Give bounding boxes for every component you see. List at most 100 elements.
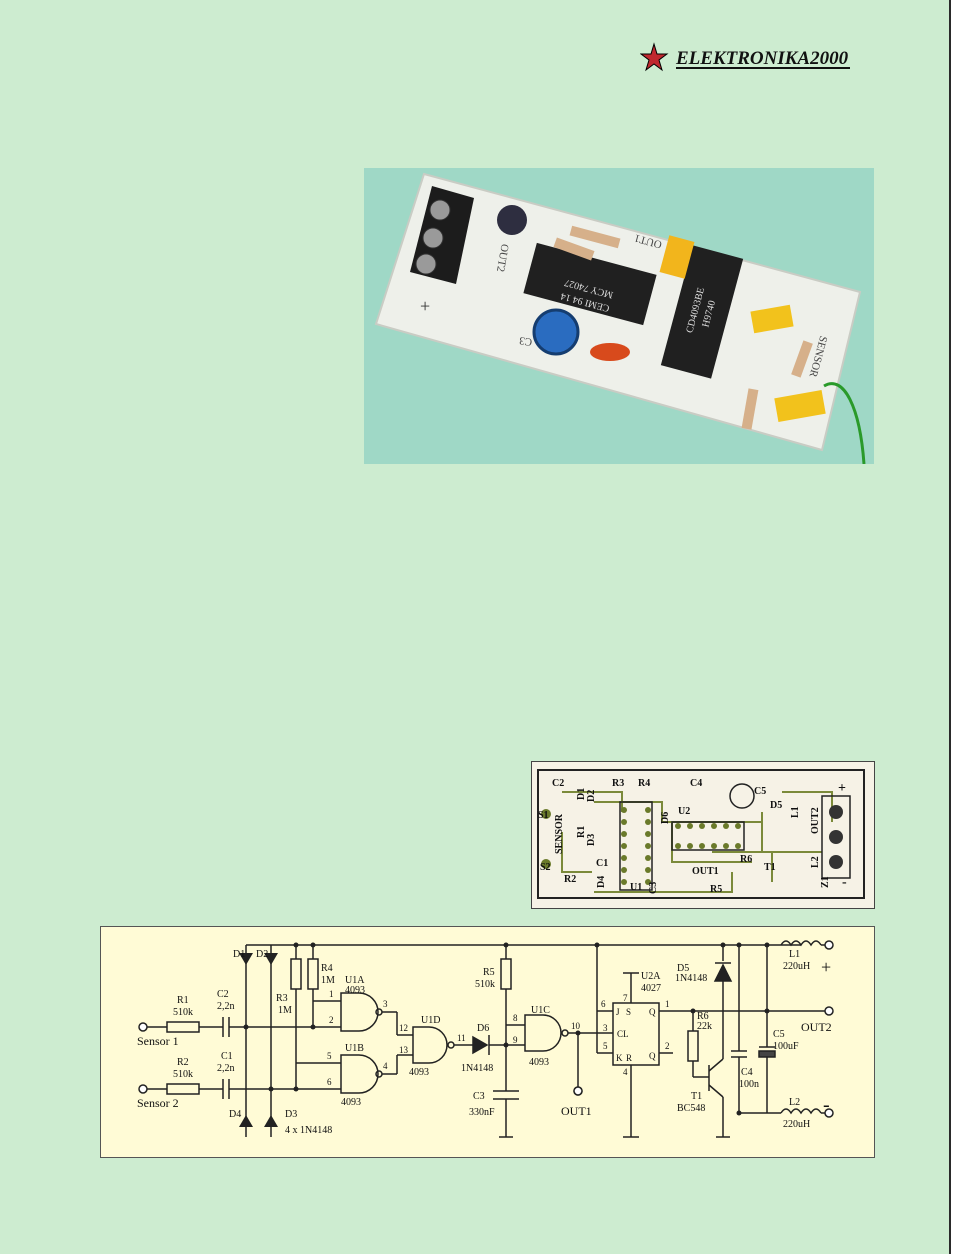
pcb-label: T1 [764, 862, 776, 873]
ff-q-label: Q [649, 1007, 656, 1017]
label-out2: OUT2 [801, 1020, 832, 1034]
label-u1b: U1B [345, 1043, 364, 1054]
star-icon [640, 42, 669, 72]
pcb-label: C4 [690, 778, 702, 789]
label-r5: R5 [483, 967, 495, 978]
pcb-label: D6 [660, 812, 671, 824]
label-d2: D2 [256, 949, 268, 960]
pcb-label: D3 [586, 834, 597, 846]
label-c1-value: 2,2n [217, 1063, 235, 1074]
label-c4-value: 100n [739, 1079, 759, 1090]
label-u2a-ic: 4027 [641, 983, 661, 994]
label-c3-value: 330nF [469, 1107, 495, 1118]
label-minus: - [823, 1094, 830, 1116]
photo-plus: + [420, 296, 430, 316]
label-c5-value: 100uF [773, 1041, 799, 1052]
logo-text: ELEKTRONIKA2000 [675, 48, 849, 69]
ff-s-label: S [626, 1007, 631, 1017]
pcb-label: SENSOR [554, 813, 565, 854]
ff-j-label: J [616, 1007, 620, 1017]
pcb-label: D5 [770, 800, 782, 811]
pcb-label: OUT2 [810, 807, 821, 834]
label-u1a-ic: 4093 [345, 985, 365, 996]
pcb-label: C2 [552, 778, 564, 789]
label-r2: R2 [177, 1057, 189, 1068]
label-r6-value: 22k [697, 1021, 712, 1032]
ff-qn-label: Q [649, 1051, 656, 1061]
label-t1-value: BC548 [677, 1103, 705, 1114]
pin-label: 13 [399, 1045, 409, 1055]
pin-label: 9 [513, 1035, 518, 1045]
pcb-label: R2 [564, 874, 576, 885]
label-d4: D4 [229, 1109, 241, 1120]
pin-label: 10 [571, 1021, 581, 1031]
label-u1c: U1C [531, 1005, 550, 1016]
pin-label: 3 [603, 1023, 608, 1033]
pcb-label: C5 [754, 786, 766, 797]
ff-r-label: R [626, 1053, 632, 1063]
label-u1b-ic: 4093 [341, 1097, 361, 1108]
pcb-label: R1 [576, 826, 587, 838]
pin-label: 2 [329, 1015, 334, 1025]
label-d5-value: 1N4148 [675, 973, 707, 984]
label-r4-value: 1M [321, 975, 335, 986]
pin-label: 11 [457, 1033, 466, 1043]
label-d1: D1 [233, 949, 245, 960]
label-d6-value: 1N4148 [461, 1063, 493, 1074]
pin-label: 1 [329, 989, 334, 999]
pcb-label: R5 [710, 884, 722, 895]
label-r6: R6 [697, 1011, 709, 1022]
pcb-label: R4 [638, 778, 650, 789]
pcb-label: + [838, 781, 846, 796]
pin-label: 8 [513, 1013, 518, 1023]
pcb-layout: C2 R3 R4 C4 C5 + S1 SENSOR R1 D3 D1 D2 D… [531, 761, 875, 909]
label-l1: L1 [789, 949, 800, 960]
pin-label: 6 [327, 1077, 332, 1087]
pcb-label: R6 [740, 854, 752, 865]
label-c1: C1 [221, 1051, 233, 1062]
pcb-label: Z1 [820, 876, 831, 888]
pcb-label: C1 [596, 858, 608, 869]
pin-label: 5 [603, 1041, 608, 1051]
label-diodes: 4 x 1N4148 [285, 1125, 332, 1136]
pcb-label: - [842, 875, 847, 890]
label-c2-value: 2,2n [217, 1001, 235, 1012]
pcb-label: C3 [648, 882, 659, 894]
pin-label: 1 [665, 999, 670, 1009]
ff-k-label: K [616, 1053, 623, 1063]
label-r2-value: 510k [173, 1069, 193, 1080]
label-u1c-ic: 4093 [529, 1057, 549, 1068]
pcb-label: L2 [810, 856, 821, 868]
pin-label: 5 [327, 1051, 332, 1061]
pcb-label: D1 [576, 788, 587, 800]
pin-label: 7 [623, 993, 628, 1003]
label-u2a: U2A [641, 971, 661, 982]
label-d5: D5 [677, 963, 689, 974]
pcb-label: D2 [586, 790, 597, 802]
label-r1: R1 [177, 995, 189, 1006]
pin-label: 12 [399, 1023, 408, 1033]
label-c2: C2 [217, 989, 229, 1000]
label-d3: D3 [285, 1109, 297, 1120]
label-d6: D6 [477, 1023, 489, 1034]
pcb-label: U2 [678, 806, 690, 817]
pcb-label: U1 [630, 882, 642, 893]
label-sensor1: Sensor 1 [137, 1034, 179, 1048]
label-r3-value: 1M [278, 1005, 292, 1016]
pin-label: 3 [383, 999, 388, 1009]
label-l2: L2 [789, 1097, 800, 1108]
pin-label: 6 [601, 999, 606, 1009]
page-right-border [949, 0, 977, 1254]
pcb-label: D4 [596, 876, 607, 888]
pin-label: 2 [665, 1041, 670, 1051]
label-r3: R3 [276, 993, 288, 1004]
photo-c3: C3 [518, 334, 533, 348]
label-l2-value: 220uH [783, 1119, 810, 1130]
pcb-label: OUT1 [692, 866, 719, 877]
magazine-logo: ELEKTRONIKA2000 [640, 42, 850, 72]
label-c3: C3 [473, 1091, 485, 1102]
pcb-label: S2 [540, 862, 551, 873]
label-u1d-ic: 4093 [409, 1067, 429, 1078]
pin-label: 4 [623, 1067, 628, 1077]
ff-cl-label: CL [617, 1029, 629, 1039]
